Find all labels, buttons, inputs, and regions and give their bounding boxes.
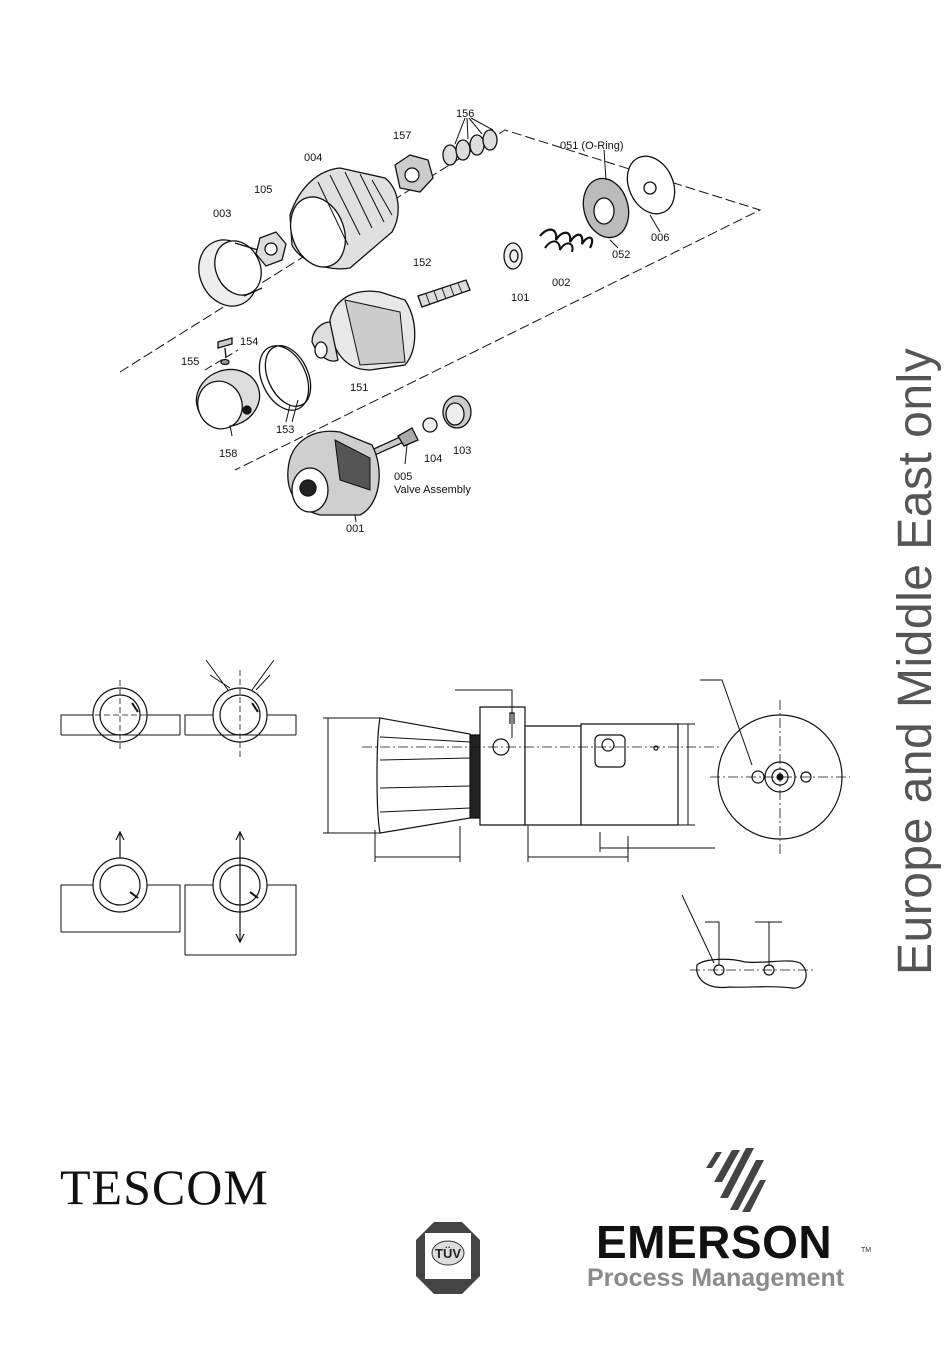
emerson-logo: EMERSON (596, 1215, 832, 1269)
trademark-mark: TM (861, 1247, 871, 1254)
process-management-text: Process Management (587, 1264, 844, 1293)
